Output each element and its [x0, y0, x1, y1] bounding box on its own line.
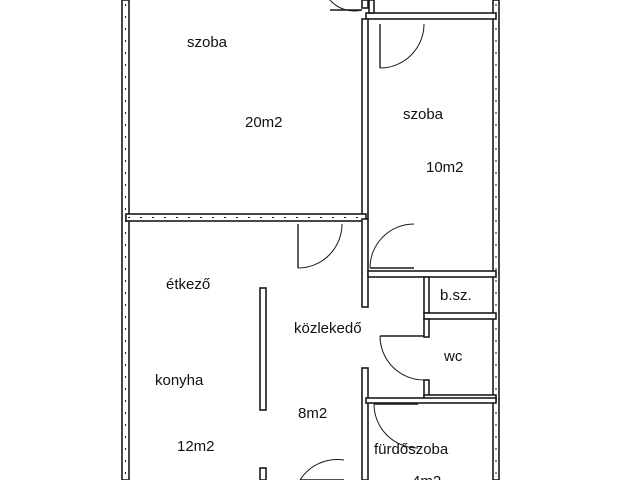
room-name-szoba-small: szoba: [403, 106, 444, 123]
room-area-konyha: 12m2: [177, 438, 215, 455]
doors: [297, 0, 425, 480]
partition-szoba-wall-top: [361, 0, 369, 9]
top-small-wall-left: [368, 0, 375, 14]
corridor-left-wall-lower: [361, 367, 369, 480]
door-small-szoba: [379, 23, 425, 69]
door-top-szoba: [329, 0, 363, 12]
wc-left-wall-upper: [423, 318, 430, 338]
door-wc: [379, 335, 425, 381]
kitchen-divider-wall: [259, 287, 267, 411]
room-name-wc: wc: [443, 348, 463, 365]
corridor-left-wall-upper: [361, 218, 369, 308]
small-szoba-bottom-wall: [367, 270, 497, 278]
right-outer-wall: [492, 0, 500, 480]
room-area-kozlekedo: 8m2: [298, 405, 327, 422]
room-area-furdoszoba: 4m2: [412, 473, 441, 480]
partition-szoba-wall: [361, 18, 369, 220]
top-partition-wall: [365, 12, 497, 20]
door-entrance: [299, 459, 345, 480]
room-area-szoba-large: 20m2: [245, 114, 283, 131]
kitchen-divider-wall-bottom: [259, 467, 267, 480]
door-etkezo: [297, 223, 343, 269]
left-outer-wall: [121, 0, 130, 480]
room-area-szoba-small: 10m2: [426, 159, 464, 176]
bath-top-wall: [365, 397, 497, 404]
bsz-left-wall: [423, 276, 430, 314]
room-name-etkezo: étkező: [166, 276, 210, 293]
room-name-konyha: konyha: [155, 372, 204, 389]
room-name-szoba-large: szoba: [187, 34, 228, 51]
door-bath: [373, 403, 419, 449]
interior-walls: [125, 0, 497, 480]
room-name-kozlekedo: közlekedő: [294, 320, 362, 337]
room-name-bsz: b.sz.: [440, 287, 472, 304]
room-labels: szoba 20m2 szoba 10m2 étkező konyha 12m2…: [155, 34, 472, 480]
room-name-furdoszoba: fürdőszoba: [374, 441, 449, 458]
bsz-bottom-wall: [423, 312, 497, 320]
szoba-bottom-wall: [125, 213, 367, 222]
door-small-szoba-bottom: [369, 223, 415, 269]
